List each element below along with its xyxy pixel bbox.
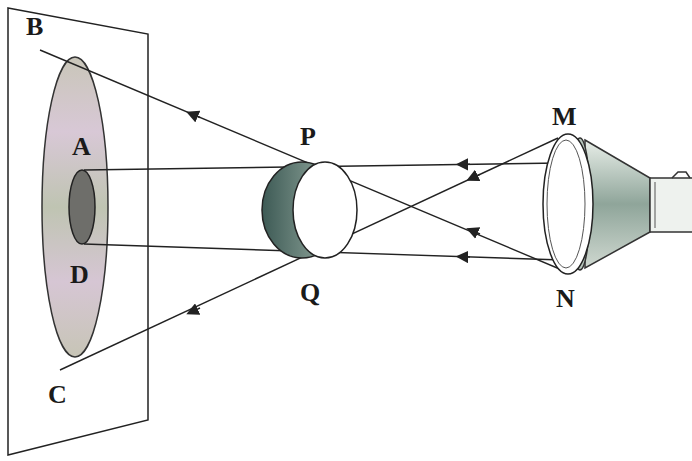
point-label: M: [552, 104, 577, 130]
point-label: A: [72, 134, 91, 160]
point-label: Q: [300, 280, 320, 306]
point-label: C: [48, 382, 67, 408]
point-label: N: [556, 286, 575, 312]
point-label: B: [26, 14, 43, 40]
point-label: D: [70, 262, 89, 288]
opaque-ball: [262, 162, 357, 258]
torch: [543, 134, 692, 274]
point-label: P: [300, 124, 316, 150]
screen: [8, 8, 148, 455]
rays: [40, 50, 562, 370]
